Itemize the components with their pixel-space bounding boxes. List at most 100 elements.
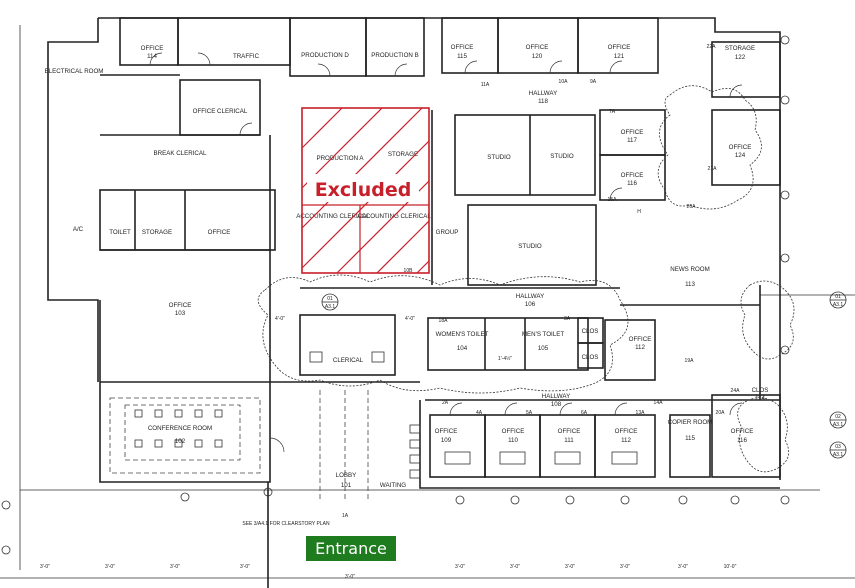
room-name: CONFERENCE ROOM [148,425,212,432]
room-number: 114 [755,395,765,402]
entrance-badge: Entrance [306,536,396,561]
door-tag: 4A [476,410,483,416]
door-tag: 14A [654,400,664,406]
door-tag: 1A [342,513,349,519]
room-number: 106 [525,301,536,308]
room-name: OFFICE [451,44,474,51]
door-tag: 3A [564,316,571,322]
door-tag: 10B [404,268,414,274]
door-tag: 5A [526,410,533,416]
door-tag: 2A [442,400,449,406]
room-name: CLOS [582,354,599,361]
room-name: OFFICE [208,229,231,236]
section-marker-bottom: A3.1 [833,422,844,428]
room-number: 113 [685,281,695,288]
dimension-text: 10'-0" [724,564,737,570]
room-name: OFFICE [141,45,164,52]
dimension-text: 3'-0" [565,564,575,570]
room-name: OFFICE [526,44,549,51]
dimension-text: 3'-0" [455,564,465,570]
dimension-text: 4'-0" [405,316,415,322]
dimension-text: 1'-4½" [498,355,512,362]
room-name: OFFICE [558,428,581,435]
door-tag: 19A [685,358,695,364]
room-number: 115 [457,53,467,60]
room-number: 122 [735,54,746,61]
section-marker-3: 03 A3.1 [829,441,847,459]
room-number: 103 [175,310,186,317]
grid-bubbles [1,35,790,555]
room-name: STUDIO [487,154,511,161]
room-name: BREAK CLERICAL [154,150,208,157]
room-number: 115 [685,435,695,442]
dimension-text: 3'-0" [510,564,520,570]
room-name: CLOS [752,387,769,394]
entrance-label: Entrance [315,539,387,558]
room-name: OFFICE [608,44,631,51]
room-name: OFFICE [435,428,458,435]
door-tag: 18A [439,318,449,324]
room-name: ELECTRICAL ROOM [45,68,104,75]
room-name: HALLWAY [516,293,544,300]
room-name: STORAGE [388,151,418,158]
grid-lines [0,25,855,579]
room-number: 114 [147,53,157,60]
doors [149,52,743,453]
section-marker-bottom: A3.1 [833,302,844,308]
dimension-text: 3'-0" [240,564,250,570]
door-tag: 7A [609,109,616,115]
section-marker-top: 03 [835,444,841,450]
room-name: STORAGE [142,229,172,236]
room-number: 110 [508,437,518,444]
room-number: 105 [538,345,549,352]
room-name: CLOS [582,328,599,335]
desks [309,351,638,479]
room-name: STORAGE [725,45,755,52]
room-name: OFFICE [169,302,192,309]
room-name: CLERICAL [333,357,364,364]
exterior-walls [47,17,781,588]
door-tag: H [637,209,641,215]
dimension-text: 3'-0" [105,564,115,570]
door-tag: 15A [608,197,618,203]
top-rooms [99,17,781,382]
room-name: MEN'S TOILET [522,331,564,338]
room-name: WAITING [380,482,406,489]
section-marker-2: 02 A3.1 [829,411,847,429]
room-number: 117 [627,137,637,144]
room-number: 108 [551,401,562,408]
room-name: OFFICE CLERICAL [193,108,248,115]
door-tag: 11A [481,82,490,88]
dimensions: 4'-0" 4'-0" 1'-4½" 3'-0" 3'-0" 3'-0" 3'-… [40,316,737,580]
room-name: HALLWAY [529,90,557,97]
room-name: PRODUCTION D [301,52,349,59]
room-name: NEWS ROOM [670,266,710,273]
room-labels: OFFICE 114 TRAFFIC PRODUCTION D PRODUCTI… [45,44,769,489]
room-name: OFFICE [729,144,752,151]
section-marker-top: 01 [327,296,333,302]
door-tag: 9A [590,79,597,85]
room-name: PRODUCTION B [371,52,418,59]
room-name: WOMEN'S TOILET [436,331,489,338]
door-tags: 22A 11A 10A 9A 7A 21A 26A 15A 18A 3A 2A … [342,44,740,519]
door-tag: 22A [707,44,717,50]
section-marker-1: 01 A3.1 [829,291,847,309]
door-tag: 26A [687,204,697,210]
section-marker-4: 01 A3.1 [321,293,339,311]
excluded-label: Excluded [315,179,412,201]
room-name: PRODUCTION A [316,155,364,162]
room-number: 118 [538,98,548,105]
room-name: OFFICE [731,428,754,435]
room-name: ACCOUNTING CLERICAL [296,213,370,220]
room-name: OFFICE [629,336,652,343]
room-name: OFFICE [621,172,644,179]
room-number: 111 [564,437,574,444]
clearstory-note: SEE 3/A4.1 FOR CLEARSTORY PLAN [242,521,330,527]
room-name: STUDIO [550,153,574,160]
door-tag: 20A [716,410,726,416]
room-name: STUDIO [518,243,542,250]
dimension-text: 3'-0" [678,564,688,570]
dimension-text: 3'-0" [620,564,630,570]
dimension-text: 3'-0" [170,564,180,570]
